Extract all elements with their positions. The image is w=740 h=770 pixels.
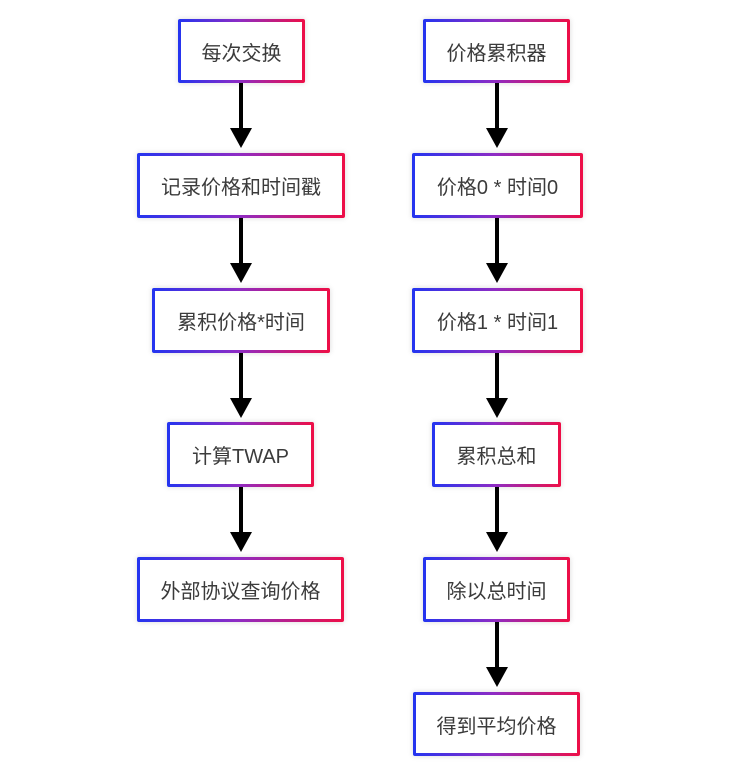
arrow-head-icon bbox=[486, 398, 508, 418]
arrow-shaft bbox=[495, 83, 499, 128]
node-each-swap: 每次交换 bbox=[178, 19, 305, 83]
node-accumulated-sum: 累积总和 bbox=[432, 422, 561, 487]
node-get-average-price: 得到平均价格 bbox=[413, 692, 580, 756]
arrow-shaft bbox=[495, 353, 499, 398]
node-accumulate-price-times-time: 累积价格*时间 bbox=[152, 288, 330, 353]
down-arrow bbox=[486, 218, 508, 283]
arrow-head-icon bbox=[230, 263, 252, 283]
arrow-shaft bbox=[239, 83, 243, 128]
node-price-accumulator: 价格累积器 bbox=[423, 19, 570, 83]
down-arrow bbox=[230, 83, 252, 148]
down-arrow bbox=[230, 353, 252, 418]
node-external-protocol-query-price: 外部协议查询价格 bbox=[137, 557, 344, 622]
arrow-head-icon bbox=[486, 532, 508, 552]
arrow-shaft bbox=[495, 218, 499, 263]
node-calculate-twap: 计算TWAP bbox=[167, 422, 314, 487]
arrow-head-icon bbox=[230, 398, 252, 418]
arrow-head-icon bbox=[230, 128, 252, 148]
down-arrow bbox=[486, 353, 508, 418]
arrow-shaft bbox=[239, 487, 243, 532]
arrow-head-icon bbox=[230, 532, 252, 552]
arrow-head-icon bbox=[486, 667, 508, 687]
down-arrow bbox=[230, 218, 252, 283]
arrow-shaft bbox=[239, 218, 243, 263]
arrow-shaft bbox=[495, 622, 499, 667]
arrow-head-icon bbox=[486, 263, 508, 283]
down-arrow bbox=[486, 83, 508, 148]
down-arrow bbox=[486, 487, 508, 552]
arrow-head-icon bbox=[486, 128, 508, 148]
down-arrow bbox=[230, 487, 252, 552]
arrow-shaft bbox=[239, 353, 243, 398]
arrow-shaft bbox=[495, 487, 499, 532]
down-arrow bbox=[486, 622, 508, 687]
node-record-price-and-timestamp: 记录价格和时间戳 bbox=[137, 153, 345, 218]
node-divide-by-total-time: 除以总时间 bbox=[423, 557, 570, 622]
node-price1-times-time1: 价格1 * 时间1 bbox=[412, 288, 583, 353]
node-price0-times-time0: 价格0 * 时间0 bbox=[412, 153, 583, 218]
